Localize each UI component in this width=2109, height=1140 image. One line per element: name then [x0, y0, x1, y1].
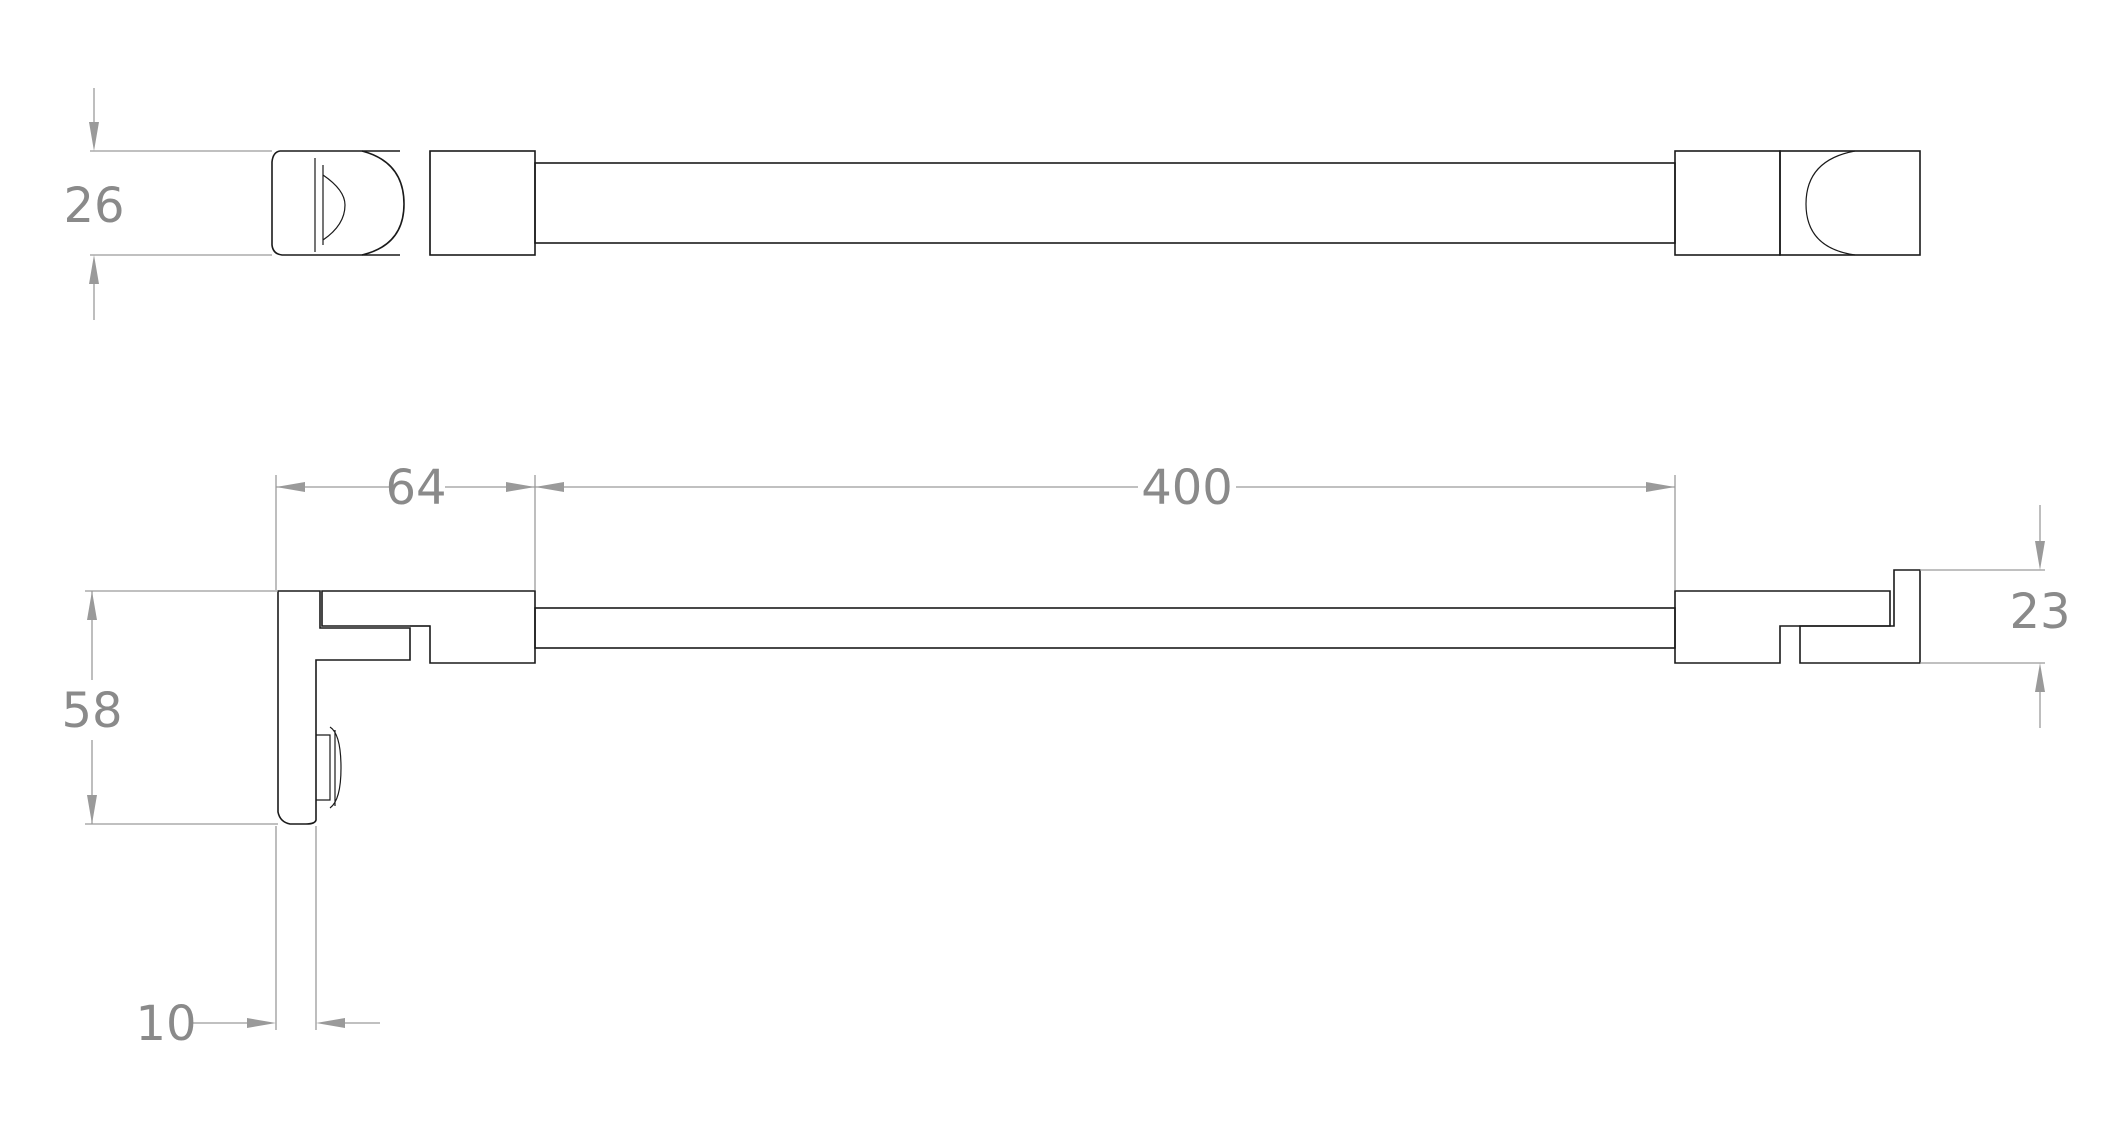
dimension-side-height: 58 [61, 590, 278, 825]
dim-label-base-thickness: 10 [135, 996, 196, 1052]
dim-arrow-down [2035, 541, 2045, 570]
dim-arrow-down [89, 122, 99, 151]
side-view [277, 569, 1921, 825]
top-left-cup-detail [314, 158, 346, 252]
top-right-block [1674, 150, 1781, 256]
dimension-bar-length: 400 [535, 460, 1676, 590]
dimension-left-offset: 64 [275, 460, 536, 590]
dim-label-right-height: 23 [2009, 584, 2070, 640]
dim-arrow-up [89, 255, 99, 284]
dim-arrow-right [247, 1018, 276, 1028]
top-right-end-cap [1779, 150, 1921, 256]
dim-label-left-offset: 64 [385, 460, 446, 516]
dim-arrow-left [316, 1018, 345, 1028]
dim-arrow-left [276, 482, 305, 492]
dim-label-side-height: 58 [61, 683, 122, 739]
side-right-hook [1799, 569, 1921, 664]
dim-arrow-up [2035, 663, 2045, 692]
dim-arrow-left [535, 482, 564, 492]
dimension-base-thickness: 10 [135, 826, 380, 1052]
dim-label-top-height: 26 [63, 178, 124, 234]
top-left-cup-body [271, 150, 400, 256]
top-right-clamp-round [1805, 150, 1856, 256]
dimension-right-height: 23 [1920, 505, 2071, 728]
top-left-block [429, 150, 536, 256]
dim-arrow-right [1646, 482, 1675, 492]
top-view [271, 150, 1921, 256]
side-left-clamp [321, 590, 536, 664]
dim-arrow-up [87, 591, 97, 620]
side-bar [534, 607, 1676, 649]
top-left-clamp-round [361, 150, 405, 256]
top-bar [534, 162, 1676, 244]
dim-arrow-down [87, 795, 97, 824]
side-right-clamp [1674, 590, 1891, 664]
dim-label-bar-length: 400 [1141, 460, 1233, 516]
side-suction-cup [316, 726, 342, 809]
dimension-top-height: 26 [63, 88, 272, 320]
dim-arrow-right [506, 482, 535, 492]
side-left-plate [277, 590, 411, 825]
